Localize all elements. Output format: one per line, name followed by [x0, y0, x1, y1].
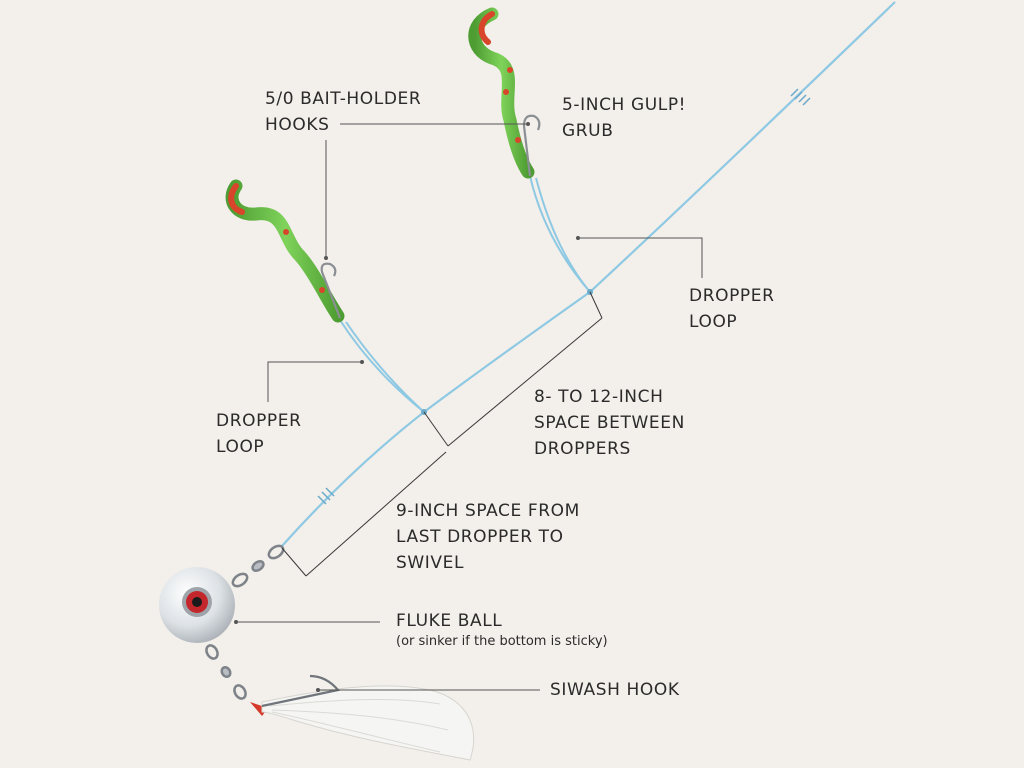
label-line: 8- TO 12-INCH [534, 387, 664, 407]
label-line: 5-INCH GULP! [562, 95, 687, 115]
swivel [231, 544, 285, 588]
measure-bracket-swivel [281, 451, 447, 577]
lower-swivel [205, 644, 247, 700]
line-knot-bottom [317, 487, 335, 505]
label-line: GRUB [562, 121, 614, 141]
label-gulp-grub: 5-INCH GULP! GRUB [562, 92, 686, 144]
label-space-to-swivel: 9-INCH SPACE FROM LAST DROPPER TO SWIVEL [396, 498, 580, 576]
label-line: LAST DROPPER TO [396, 527, 564, 547]
label-line: 9-INCH SPACE FROM [396, 501, 580, 521]
leader-dot [324, 256, 328, 260]
label-line: SIWASH HOOK [550, 680, 680, 700]
label-line: HOOKS [265, 115, 330, 135]
label-fluke-ball: FLUKE BALL (or sinker if the bottom is s… [396, 608, 608, 650]
dropper-loop-right [529, 175, 591, 293]
measure-bracket-droppers [423, 291, 603, 447]
label-line: 5/0 BAIT-HOLDER [265, 89, 422, 109]
leader-dropper-right [578, 237, 703, 278]
leader-dot [316, 688, 320, 692]
label-line: LOOP [689, 312, 738, 332]
leader-dot [576, 236, 580, 240]
bait-holder-hook-right [522, 114, 541, 177]
leader-dot [526, 122, 530, 126]
gulp-grub-left [225, 179, 345, 323]
label-siwash-hook: SIWASH HOOK [550, 677, 680, 703]
leader-lines [236, 123, 703, 691]
label-space-between-droppers: 8- TO 12-INCH SPACE BETWEEN DROPPERS [534, 384, 685, 462]
dropper-loop-left [339, 319, 425, 413]
fluke-ball [159, 567, 235, 643]
label-line: FLUKE BALL [396, 611, 503, 631]
main-line [281, 1, 896, 547]
label-line: SWIVEL [396, 553, 465, 573]
label-line: DROPPER [216, 411, 302, 431]
label-fluke-ball-note: (or sinker if the bottom is sticky) [396, 634, 608, 649]
line-knot-top [790, 88, 811, 106]
label-line: SPACE BETWEEN [534, 413, 685, 433]
label-line: LOOP [216, 437, 265, 457]
siwash-hook-feathers [250, 685, 475, 761]
leader-dot [234, 620, 238, 624]
gulp-grub-right [468, 7, 535, 179]
bait-holder-hook-left [320, 262, 342, 319]
label-line: DROPPER [689, 286, 775, 306]
leader-dot [360, 360, 364, 364]
label-dropper-loop-left: DROPPER LOOP [216, 408, 302, 460]
label-bait-holder-hooks: 5/0 BAIT-HOLDER HOOKS [265, 86, 421, 138]
label-dropper-loop-right: DROPPER LOOP [689, 283, 775, 335]
label-line: DROPPERS [534, 439, 631, 459]
leader-dropper-left [267, 361, 362, 402]
